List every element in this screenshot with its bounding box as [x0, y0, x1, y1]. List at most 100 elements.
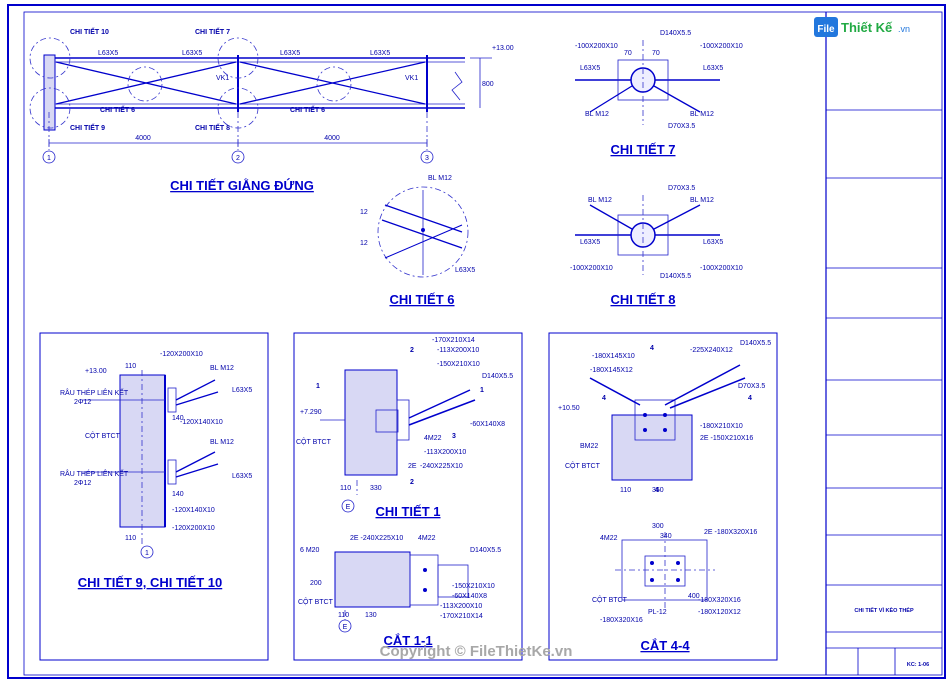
label: -113X200X10 [437, 347, 479, 354]
concrete-column [334, 551, 411, 608]
detail-7: D140X5.5 -100X200X10 -100X200X10 L63X5 L… [575, 30, 743, 157]
label: -120X200X10 [172, 525, 215, 532]
sheet-number: KC: 1-06 [907, 662, 929, 668]
label: +10.50 [558, 405, 580, 412]
label: D70X3.5 [668, 123, 695, 130]
callout-detail-8: CHI TIẾT 8 [195, 122, 230, 132]
detail-4-panel: -225X240X12 D140X5.5 -180X145X10 -180X14… [548, 332, 778, 661]
watermark: Copyright © FileThietKe.vn [380, 643, 573, 660]
label: -180X145X10 [592, 353, 635, 360]
beam-label: VK1 [216, 75, 229, 82]
label: +13.00 [85, 368, 107, 375]
brace-label: L63X5 [98, 50, 118, 57]
label: -180X210X10 [700, 423, 743, 430]
label: -170X210X14 [432, 337, 475, 344]
sheet-border [7, 4, 946, 679]
logo-name: Thiết Kế [841, 20, 893, 35]
label: 350 [652, 487, 664, 494]
span-dimension: 4000 [135, 135, 151, 142]
label: 400 [688, 593, 700, 600]
label: 110 [125, 535, 136, 542]
label: 200 [310, 580, 322, 587]
axis-2: 2 [236, 155, 240, 162]
label: 110 [620, 487, 631, 494]
label: -225X240X12 [690, 347, 733, 354]
label: -120X140X10 [172, 507, 215, 514]
section-4-4-title: CẮT 4-4 [640, 638, 690, 653]
label: BL M12 [690, 197, 714, 204]
label: D70X3.5 [668, 185, 695, 192]
callout-detail-10: CHI TIẾT 10 [70, 26, 109, 36]
label: BL M12 [588, 197, 612, 204]
label: 110 [338, 612, 349, 619]
height-dimension: 800 [482, 81, 494, 88]
section-mark: 1 [480, 387, 484, 394]
label: BL M12 [585, 111, 609, 118]
label: -100X200X10 [700, 43, 743, 50]
label: -100X200X10 [570, 265, 613, 272]
label: BL M12 [690, 111, 714, 118]
label: D140X5.5 [660, 30, 691, 37]
label: 4M22 [418, 535, 436, 542]
logo-icon [814, 17, 838, 37]
detail-8: D70X3.5 BL M12 BL M12 L63X5 L63X5 -100X2… [570, 185, 743, 307]
section-mark: 4 [602, 395, 606, 402]
title-block: CHI TIẾT VÌ KÈO THÉP KC: 1-06 [825, 12, 942, 675]
brand-logo: File Thiết Kế .vn [814, 17, 910, 37]
detail-9-10-title: CHI TIẾT 9, CHI TIẾT 10 [78, 575, 222, 590]
label: 2E -180X320X16 [704, 529, 757, 536]
label: 340 [660, 533, 672, 540]
section-mark: 2 [410, 347, 414, 354]
detail-1-title: CHI TIẾT 1 [375, 504, 440, 519]
section-mark: 1 [316, 383, 320, 390]
section-mark: 4 [748, 395, 752, 402]
label: -100X200X10 [700, 265, 743, 272]
label: L63X5 [703, 65, 723, 72]
label: -120X200X10 [160, 351, 203, 358]
section-mark: 3 [452, 433, 456, 440]
label: L63X5 [580, 239, 600, 246]
label: -150X210X10 [452, 583, 495, 590]
concrete-column [43, 54, 56, 131]
axis-e: E [343, 624, 348, 631]
detail-8-title: CHI TIẾT 8 [610, 292, 675, 307]
logo-domain: .vn [898, 24, 910, 34]
logo-file: File [817, 24, 835, 35]
label: -100X200X10 [575, 43, 618, 50]
detail-6-title: CHI TIẾT 6 [389, 292, 454, 307]
axis-3: 3 [425, 155, 429, 162]
detail-1-panel: E -170X210X14 -113X200X10 -150X210X10 D1… [293, 332, 523, 661]
label: -113X200X10 [440, 603, 482, 610]
brace-label: L63X5 [280, 50, 300, 57]
label: -180X320X16 [698, 597, 741, 604]
label: D140X5.5 [740, 340, 771, 347]
detail-circle-6b [316, 66, 352, 102]
beam-label: VK1 [405, 75, 418, 82]
concrete-column [344, 369, 398, 476]
detail-circle-9 [29, 87, 71, 129]
callout-detail-6b: CHI TIẾT 6 [290, 104, 325, 114]
label: -240X225X10 [420, 463, 463, 470]
label: -60X140X8 [452, 593, 487, 600]
label: -180X145X12 [590, 367, 633, 374]
label: -120X140X10 [180, 419, 223, 426]
detail-circle-7 [217, 37, 259, 79]
label: 2Φ12 [74, 399, 91, 406]
label: CỘT BTCT [592, 595, 628, 604]
label: -60X140X8 [470, 421, 505, 428]
label: -150X210X10 [437, 361, 480, 368]
label: L63X5 [455, 267, 475, 274]
axis-1: 1 [145, 550, 149, 557]
label: RÂU THÉP LIÊN KẾT [60, 468, 129, 478]
label: 140 [172, 415, 184, 422]
axis-e: E [346, 504, 351, 511]
label: 110 [125, 363, 136, 370]
label: 4M22 [424, 435, 442, 442]
label: -180X120X12 [698, 609, 741, 616]
label: CỘT BTCT [298, 597, 334, 606]
callout-detail-7: CHI TIẾT 7 [195, 26, 230, 36]
detail-9-10-panel: 1 +13.00 -120X200X10 BL M12 L63X5 RÂU TH… [39, 332, 269, 661]
label: 12 [360, 240, 368, 247]
label: 2E [408, 463, 417, 470]
